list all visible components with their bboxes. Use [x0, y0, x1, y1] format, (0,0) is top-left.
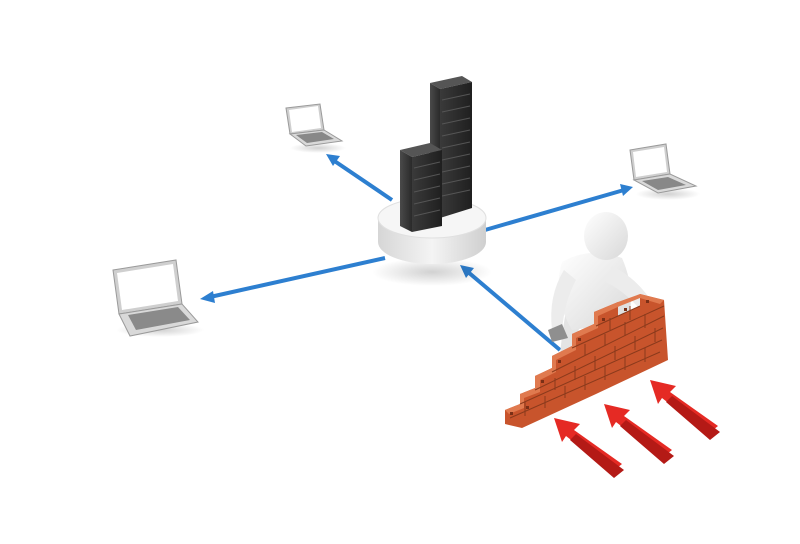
incoming-threat-arrows	[554, 380, 720, 478]
arrow-icon	[200, 256, 386, 303]
network-arrows	[200, 154, 633, 352]
server-rack-icon	[400, 143, 442, 232]
firewall-brick-wall-icon	[505, 294, 668, 428]
arrow-icon	[326, 154, 394, 202]
arrow-icon	[650, 380, 720, 440]
laptop-icon	[112, 259, 204, 337]
arrow-icon	[484, 184, 633, 232]
arrow-icon	[604, 404, 674, 464]
laptop-icon	[285, 103, 346, 153]
laptop-icon	[629, 143, 700, 200]
server-group	[372, 76, 492, 286]
arrow-icon	[554, 418, 624, 478]
